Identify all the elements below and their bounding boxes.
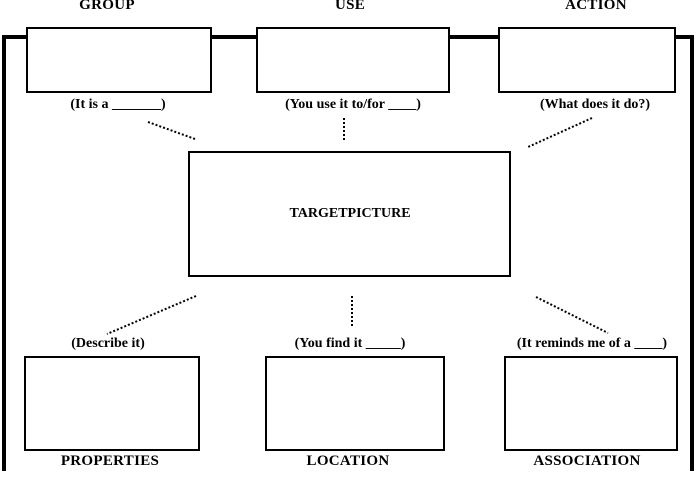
use-caption: (You use it to/for ____) bbox=[285, 97, 421, 112]
group-box bbox=[26, 27, 212, 93]
use-heading: USE bbox=[334, 0, 366, 13]
association-box bbox=[504, 356, 678, 451]
association-heading: ASSOCIATION bbox=[533, 453, 641, 469]
connector-properties bbox=[106, 295, 197, 335]
properties-caption: (Describe it) bbox=[71, 336, 145, 351]
properties-heading: PROPERTIES bbox=[60, 453, 160, 469]
connector-association bbox=[535, 296, 609, 334]
properties-box bbox=[24, 356, 200, 451]
connector-group bbox=[147, 121, 196, 140]
location-caption: (You find it _____) bbox=[294, 336, 406, 351]
association-caption: (It reminds me of a ____) bbox=[516, 336, 668, 351]
location-box bbox=[265, 356, 445, 451]
group-caption: (It is a _______) bbox=[70, 97, 166, 112]
location-heading: LOCATION bbox=[306, 453, 390, 469]
action-caption: (What does it do?) bbox=[539, 97, 651, 112]
target-picture-label: TARGETPICTURE bbox=[289, 206, 411, 221]
target-picture-box bbox=[188, 151, 511, 277]
action-heading: ACTION bbox=[565, 0, 627, 13]
use-box bbox=[256, 27, 450, 93]
action-box bbox=[498, 27, 676, 93]
group-heading: GROUP bbox=[79, 0, 135, 13]
connector-action bbox=[527, 117, 593, 148]
